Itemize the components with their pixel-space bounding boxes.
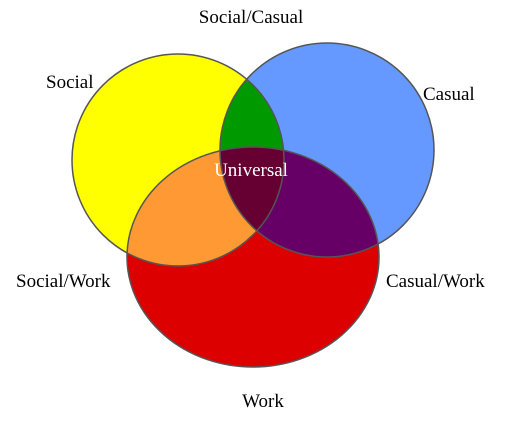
label-social-casual: Social/Casual xyxy=(199,7,303,28)
social-outline xyxy=(71,53,285,267)
label-social-work: Social/Work xyxy=(16,271,111,292)
label-casual-work: Casual/Work xyxy=(386,271,485,292)
work-outline xyxy=(126,146,380,368)
casual-outline xyxy=(219,42,435,258)
label-universal: Universal xyxy=(214,160,288,181)
label-social: Social xyxy=(46,72,94,93)
label-work: Work xyxy=(242,391,284,412)
label-casual: Casual xyxy=(423,84,475,105)
